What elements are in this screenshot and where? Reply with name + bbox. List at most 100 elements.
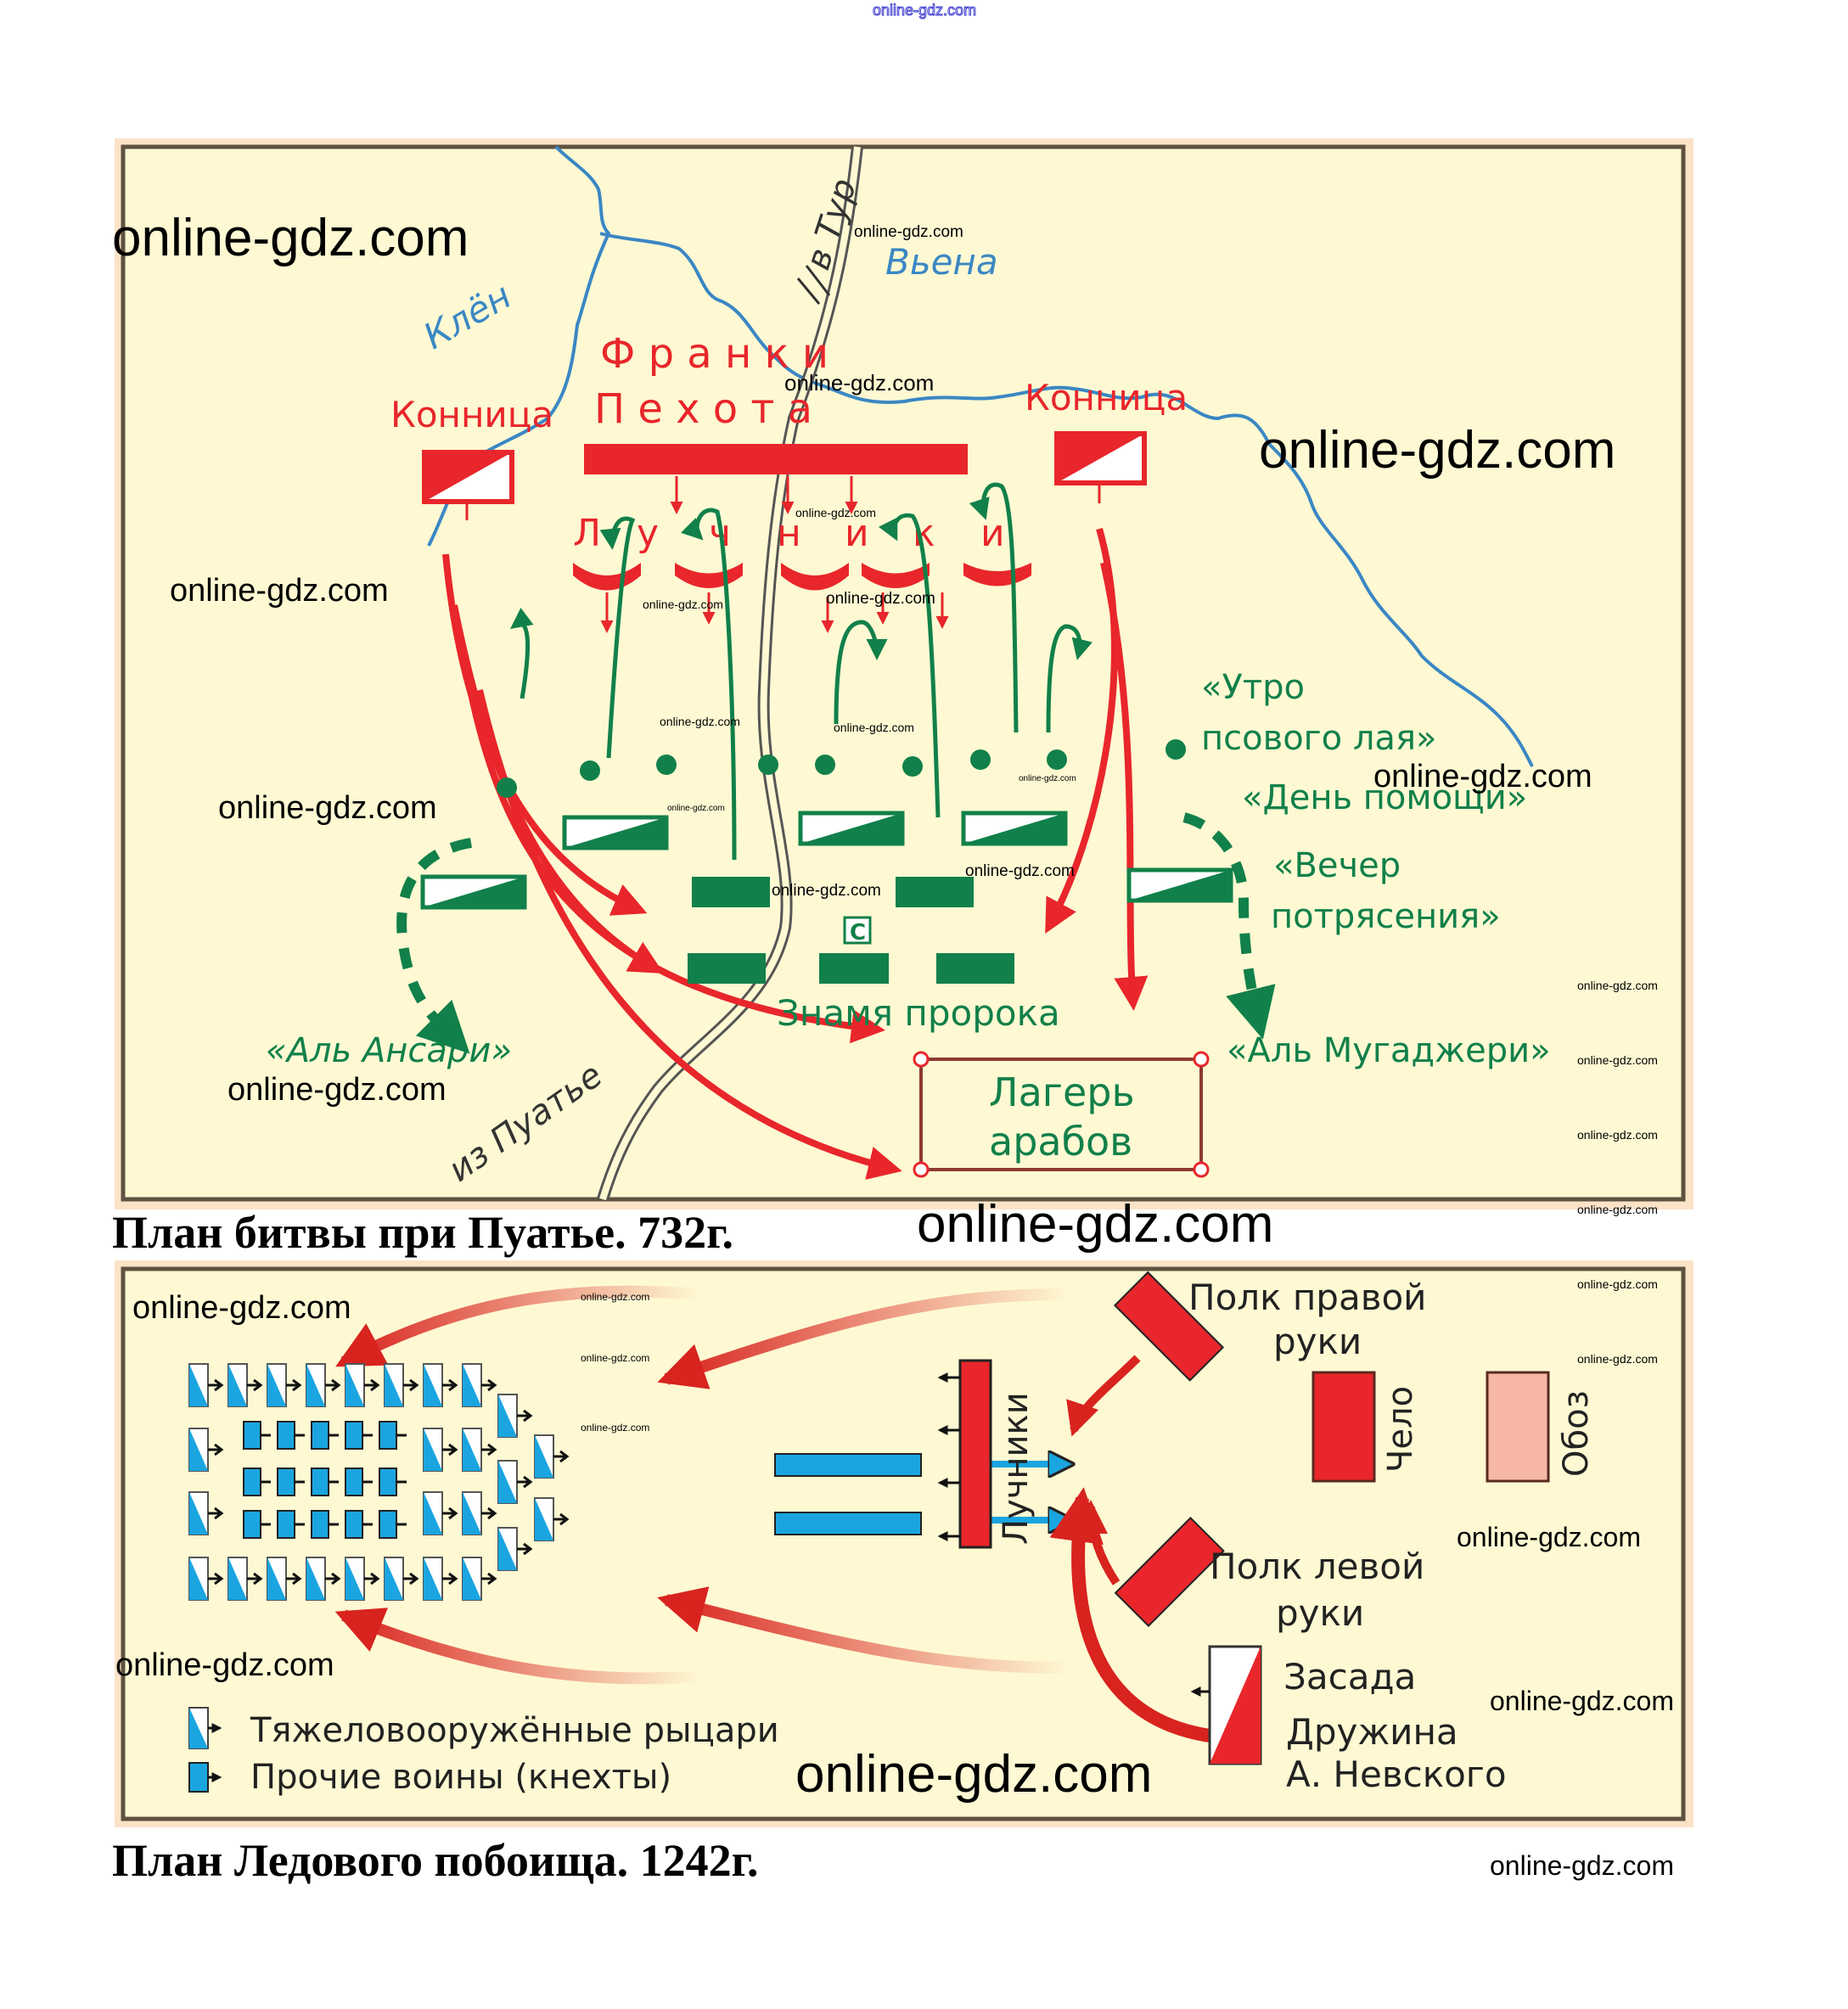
- franks-label: Ф р а н к и: [600, 330, 829, 378]
- knight-unit: [384, 1557, 419, 1601]
- knight-unit: [534, 1497, 570, 1541]
- evening-label-2: потрясения»: [1271, 897, 1501, 936]
- infantry-label: П е х о т а: [594, 385, 812, 433]
- knecht-unit: [379, 1467, 407, 1496]
- watermark: online-gdz.com: [581, 1422, 650, 1434]
- flank-arrows: [334, 1285, 1070, 1685]
- morning-label-1: «Утро: [1201, 668, 1305, 707]
- teutonic-formation: [188, 1363, 570, 1601]
- legend-knights-label: Тяжеловооружённые рыцари: [250, 1711, 779, 1750]
- arab-camp: [913, 1051, 1210, 1178]
- legend-knight-icon: [188, 1707, 222, 1749]
- watermark: online-gdz.com: [834, 721, 914, 734]
- druzhina-attack-arrow: [1049, 1487, 1211, 1742]
- knecht-unit: [243, 1421, 271, 1450]
- knight-unit: [345, 1363, 380, 1407]
- knecht-unit: [277, 1510, 305, 1539]
- knight-unit: [462, 1491, 497, 1535]
- watermark: online-gdz.com: [795, 506, 876, 519]
- chelo-label: Чело: [1381, 1386, 1420, 1473]
- watermark: online-gdz.com: [667, 804, 725, 813]
- druzhina-label-2: А. Невского: [1286, 1754, 1507, 1795]
- knight-unit: [306, 1363, 341, 1407]
- watermark: online-gdz.com: [1577, 1277, 1658, 1291]
- legend-knecht-icon: [188, 1762, 222, 1793]
- camp-label-2: арабов: [989, 1119, 1132, 1164]
- oboz-unit: [1486, 1371, 1550, 1483]
- knight-unit: [188, 1363, 224, 1407]
- archer-arrows: [600, 476, 949, 633]
- legend-knechts-label: Прочие воины (кнехты): [250, 1758, 671, 1797]
- watermark: online-gdz.com: [784, 370, 935, 396]
- ambush-unit: [1190, 1645, 1262, 1765]
- watermark: online-gdz.com: [581, 1352, 650, 1364]
- knecht-unit: [311, 1421, 339, 1450]
- arab-dashed-arrows: [396, 812, 1276, 1054]
- archer-shot-arrows: [937, 1372, 960, 1541]
- svg-text:Л: Л: [573, 512, 601, 555]
- watermark: online-gdz.com: [643, 598, 723, 611]
- cavalry-right-label: Конница: [1025, 377, 1188, 418]
- map1-border: [121, 144, 1686, 1202]
- knight-unit: [497, 1394, 533, 1438]
- knight-unit: [345, 1557, 380, 1601]
- watermark: online-gdz.com: [1577, 1203, 1658, 1216]
- watermark: online-gdz.com: [965, 862, 1075, 880]
- knecht-unit: [243, 1467, 271, 1496]
- camp-label-1: Лагерь: [989, 1069, 1135, 1115]
- watermark: online-gdz.com: [1577, 1352, 1658, 1366]
- watermark: online-gdz.com: [115, 1647, 334, 1683]
- map2-caption: План Ледового побоища. 1242г.: [112, 1835, 759, 1886]
- knecht-unit: [311, 1510, 339, 1539]
- watermark: online-gdz.com: [660, 715, 740, 728]
- knight-unit: [462, 1428, 497, 1472]
- knecht-unit: [277, 1467, 305, 1496]
- svg-text:н: н: [777, 512, 801, 555]
- svg-text:у: у: [637, 512, 659, 555]
- watermark: online-gdz.com: [1259, 421, 1616, 480]
- arab-attack-arrows: [509, 482, 1093, 861]
- knight-unit: [267, 1557, 302, 1601]
- watermark: online-gdz.com: [1490, 1850, 1674, 1881]
- ice-battle-map: Лучники Полк правой руки Полк левой руки…: [115, 1260, 1694, 1827]
- frankish-infantry-block: [584, 444, 968, 474]
- cavalry-left-unit: [422, 450, 514, 520]
- watermark: online-gdz.com: [227, 1072, 447, 1108]
- banner-mark: С: [850, 920, 866, 946]
- right-regiment-label-2: руки: [1273, 1321, 1362, 1362]
- knight-unit: [423, 1491, 458, 1535]
- river-upper: [599, 232, 820, 386]
- knecht-unit: [379, 1421, 407, 1450]
- knight-unit: [188, 1491, 224, 1535]
- knight-unit: [462, 1557, 497, 1601]
- watermark: online-gdz.com: [1457, 1522, 1641, 1552]
- al-mugajeri-label: «Аль Мугаджери»: [1227, 1031, 1551, 1070]
- river-viena: [818, 383, 1534, 767]
- watermark: online-gdz.com: [795, 1745, 1153, 1804]
- knight-unit: [227, 1363, 263, 1407]
- knight-unit: [462, 1363, 497, 1407]
- knight-unit: [227, 1557, 263, 1601]
- morning-label-2: псового лая»: [1201, 719, 1436, 758]
- poitiers-battle-map: Клён Вьена в Тур из Пуатье Ф р а н к и П…: [115, 138, 1694, 1209]
- bridge-mark: [796, 265, 831, 305]
- watermark: online-gdz.com: [1373, 759, 1592, 794]
- watermark: online-gdz.com: [132, 1290, 351, 1326]
- watermark: online-gdz.com: [854, 223, 963, 241]
- watermark: online-gdz.com: [1019, 774, 1076, 783]
- knight-unit: [497, 1527, 533, 1571]
- archers-label: Лучники: [997, 1392, 1036, 1545]
- knecht-unit: [345, 1467, 373, 1496]
- watermark: online-gdz.com: [1490, 1686, 1674, 1716]
- knight-unit: [267, 1363, 302, 1407]
- cavalry-left-label: Конница: [390, 394, 553, 435]
- knight-unit: [188, 1557, 224, 1601]
- cavalry-right-unit: [1054, 431, 1147, 503]
- knight-unit: [497, 1460, 533, 1504]
- watermark: online-gdz.com: [772, 882, 881, 900]
- watermark: online-gdz.com: [581, 1291, 650, 1303]
- watermark: online-gdz.com: [1577, 1053, 1658, 1067]
- knight-unit: [423, 1428, 458, 1472]
- russian-archers: [958, 1359, 992, 1549]
- watermark: online-gdz.com: [917, 1195, 1274, 1254]
